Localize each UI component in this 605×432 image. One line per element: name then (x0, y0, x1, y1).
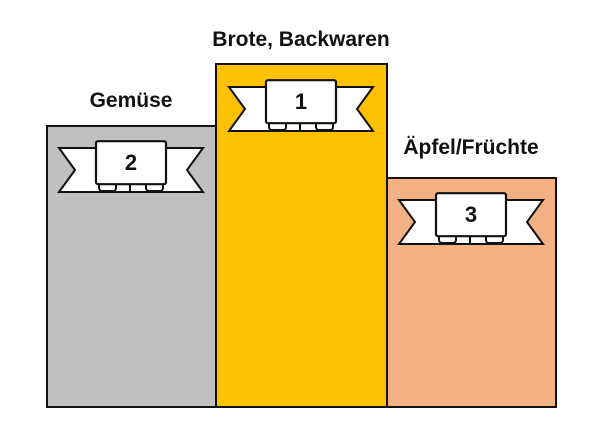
ribbon-icon: 3 (397, 192, 545, 245)
bar-label-aepfel-fruechte: Äpfel/Früchte (403, 136, 539, 159)
bar-label-brote-backwaren: Brote, Backwaren (212, 28, 390, 51)
ribbon-icon: 2 (57, 140, 205, 193)
ribbon-plate (94, 140, 168, 186)
rank-number: 2 (125, 150, 137, 175)
rank-badge-3: 3 (397, 192, 545, 247)
rank-number: 1 (295, 89, 307, 114)
rank-badge-1: 1 (227, 79, 375, 134)
ribbon-icon: 1 (227, 79, 375, 132)
rank-badge-2: 2 (57, 140, 205, 195)
ribbon-plate (264, 79, 338, 125)
rank-number: 3 (465, 202, 477, 227)
ribbon-plate (434, 192, 508, 238)
bar-label-gemuese: Gemüse (89, 89, 173, 112)
